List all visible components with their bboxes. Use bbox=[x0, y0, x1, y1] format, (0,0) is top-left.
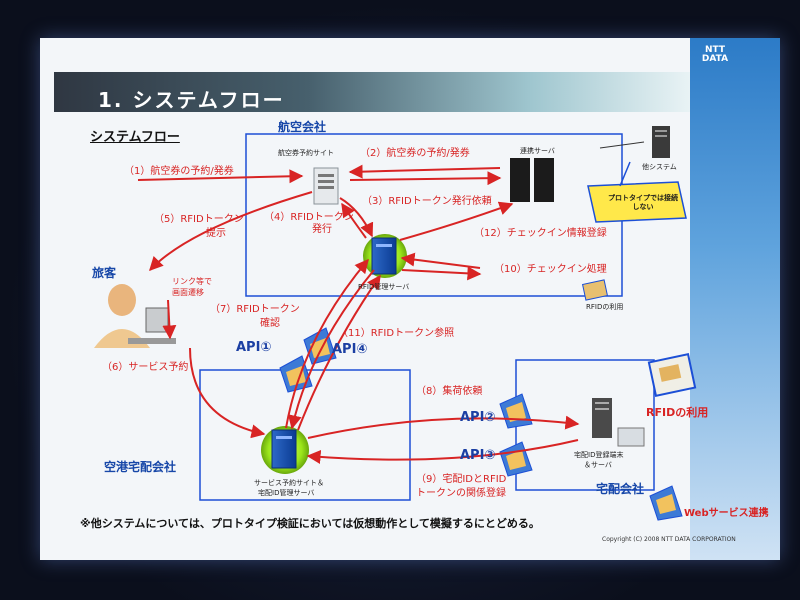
rfid-image-large bbox=[647, 353, 697, 397]
api4-label: API④ bbox=[332, 342, 368, 357]
ticket-site-label: 航空券予約サイト bbox=[278, 149, 334, 157]
service-site-label-line1: サービス予約サイト＆ bbox=[254, 479, 324, 487]
footer-note: ※他システムについては、プロトタイプ検証においては仮想動作として模擬するにとどめ… bbox=[80, 517, 540, 530]
web-service-legend-icon bbox=[649, 485, 683, 521]
arrow-f9 bbox=[306, 439, 579, 464]
api2-label: API② bbox=[460, 410, 496, 425]
delivery-group-label: 宅配会社 bbox=[596, 482, 645, 496]
copyright: Copyright (C) 2008 NTT DATA CORPORATION bbox=[602, 536, 736, 543]
delivery-group-box bbox=[515, 359, 655, 491]
flow-label-12: （12）チェックイン情報登録 bbox=[474, 228, 607, 239]
arrow-f6 bbox=[189, 347, 266, 439]
slide-title: 1. システムフロー bbox=[98, 88, 285, 112]
flow-label-7b: 確認 bbox=[260, 318, 280, 329]
title-bar bbox=[54, 72, 690, 112]
arrow-f8 bbox=[307, 415, 580, 439]
ticket-site-server bbox=[313, 167, 339, 205]
flow-label-5b: 提示 bbox=[206, 228, 226, 239]
prototype-badge bbox=[587, 161, 687, 223]
traveler-figure bbox=[94, 284, 176, 348]
rfid-server bbox=[363, 234, 407, 278]
arrow-f1 bbox=[137, 169, 304, 184]
arrow-f7 bbox=[285, 258, 369, 429]
arrow-f12 bbox=[399, 201, 514, 241]
link-server-label: 連携サーバ bbox=[520, 147, 555, 155]
arrow-f5 bbox=[149, 191, 313, 272]
rfid-server-label: RFID管理サーバ bbox=[358, 283, 410, 291]
service-site-label-line2: 宅配ID管理サーバ bbox=[258, 489, 315, 497]
presentation-slide: NTT DATA 1. システムフロー bbox=[40, 38, 780, 560]
diagram-subtitle: システムフロー bbox=[90, 130, 180, 145]
other-system-connector bbox=[599, 141, 645, 149]
flow-label-10: （10）チェックイン処理 bbox=[494, 264, 607, 275]
link-label-a: リンク等で bbox=[172, 277, 212, 286]
link-server bbox=[510, 158, 554, 202]
system-flow-diagram bbox=[94, 126, 697, 521]
api3-label: API③ bbox=[460, 448, 496, 463]
web-service-legend-label: Webサービス連携 bbox=[684, 508, 769, 519]
service-site-server bbox=[261, 426, 309, 474]
arrow-f7b bbox=[287, 269, 375, 430]
flow-label-5a: （5）RFIDトークン bbox=[154, 214, 244, 225]
flow-label-6: （6）サービス予約 bbox=[102, 362, 189, 373]
airport-delivery-group-label: 空港宅配会社 bbox=[104, 460, 177, 474]
terminal-label-line1: 宅配ID登録端末 bbox=[574, 451, 624, 459]
arrow-f4 bbox=[341, 202, 367, 239]
arrow-f3 bbox=[339, 197, 374, 238]
flow-label-2: （2）航空券の予約/発券 bbox=[360, 148, 470, 159]
flow-label-1: （1）航空券の予約/発券 bbox=[124, 166, 234, 177]
ntt-data-logo: NTT DATA bbox=[701, 45, 729, 64]
other-system-label: 他システム bbox=[642, 163, 677, 171]
flow-label-9b: トークンの関係登録 bbox=[416, 488, 506, 499]
flow-label-4b: 発行 bbox=[312, 224, 332, 235]
arrow-f10 bbox=[400, 252, 481, 269]
arrow-link bbox=[162, 299, 177, 340]
flow-label-4a: （4）RFIDトークン bbox=[264, 212, 354, 223]
arrow-f10b bbox=[401, 266, 482, 281]
delivery-terminal bbox=[592, 398, 645, 447]
terminal-label-line2: ＆サーバ bbox=[584, 461, 612, 469]
flow-label-8: （8）集荷依頼 bbox=[416, 386, 483, 397]
logo-stripe bbox=[690, 38, 780, 560]
flow-label-11: （11）RFIDトークン参照 bbox=[338, 328, 455, 339]
flow-label-3: （3）RFIDトークン発行依頼 bbox=[362, 196, 492, 207]
api2-icon bbox=[499, 393, 533, 429]
arrow-f2b bbox=[349, 171, 502, 186]
rfid-use-large-label: RFIDの利用 bbox=[646, 406, 709, 419]
other-system-server bbox=[652, 126, 670, 158]
flow-label-9a: （9）宅配IDとRFID bbox=[416, 474, 507, 485]
api1-label: API① bbox=[236, 340, 272, 355]
arrow-f2 bbox=[348, 164, 501, 179]
prototype-badge-text: プロトタイプでは接続しない bbox=[608, 194, 678, 211]
rfid-image-small bbox=[581, 279, 609, 301]
rfid-use-small-label: RFIDの利用 bbox=[586, 303, 624, 311]
link-label-b: 画面遷移 bbox=[172, 288, 204, 297]
airline-group-label: 航空会社 bbox=[278, 120, 327, 134]
flow-label-7a: （7）RFIDトークン bbox=[210, 304, 300, 315]
arrow-f11 bbox=[297, 274, 381, 431]
traveler-label: 旅客 bbox=[92, 266, 117, 280]
